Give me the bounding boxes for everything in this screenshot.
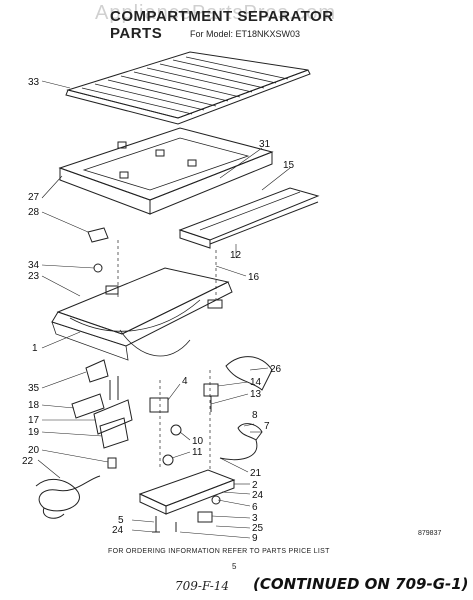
callout-14: 14	[250, 377, 262, 388]
watermark: AppliancePartsPros.com	[95, 2, 336, 24]
ordering-note: FOR ORDERING INFORMATION REFER TO PARTS …	[108, 548, 330, 555]
separator-frame	[58, 127, 274, 215]
callout-10: 10	[192, 436, 204, 447]
document-number: 879837	[418, 530, 442, 537]
callout-23: 23	[28, 271, 40, 282]
callout-9: 9	[252, 533, 258, 544]
callout-4: 4	[182, 376, 188, 387]
model-label: For Model: ET18NKXSW03	[190, 29, 301, 39]
control-assembly	[71, 359, 133, 449]
callout-19: 19	[28, 427, 40, 438]
base-plate	[138, 469, 236, 523]
callout-6: 6	[252, 502, 258, 513]
callout-11: 11	[192, 447, 203, 458]
callout-24: 24	[252, 490, 264, 501]
callout-5: 5	[118, 515, 124, 526]
callout-3: 3	[252, 513, 258, 524]
callout-7: 7	[264, 421, 270, 432]
handwritten-reference: 709-F-14	[175, 579, 230, 593]
callout-8: 8	[252, 410, 258, 421]
callout-26: 26	[270, 364, 282, 375]
callout-25: 25	[252, 523, 264, 534]
callout-21: 21	[250, 468, 262, 479]
callout-15: 15	[283, 160, 295, 171]
callout-17: 17	[28, 415, 40, 426]
callout-20: 20	[28, 445, 40, 456]
callout-33: 33	[28, 77, 40, 88]
continued-note: (CONTINUED ON 709-G-1)	[253, 575, 469, 593]
callout-18: 18	[28, 400, 40, 411]
callout-13: 13	[250, 389, 262, 400]
page-number: 5	[232, 562, 237, 571]
callout-34: 34	[28, 260, 40, 271]
callout-27: 27	[28, 192, 40, 203]
callout-31: 31	[259, 139, 271, 150]
gasket-part	[225, 356, 273, 391]
callout-labels: 33 31 15 27 28 34 23 16 12 1 35 18 17 19…	[22, 77, 295, 544]
grille-panel	[65, 51, 311, 125]
callout-1: 1	[32, 343, 38, 354]
clip-part	[87, 227, 109, 243]
callout-2: 2	[252, 480, 258, 491]
rail-part	[178, 187, 320, 249]
callout-22: 22	[22, 456, 34, 467]
callout-24-lower: 24	[112, 525, 124, 536]
page-title: COMPARTMENT SEPARATOR PARTS	[110, 8, 334, 42]
callout-35: 35	[28, 383, 40, 394]
wire-harness	[35, 475, 101, 512]
callout-12: 12	[230, 250, 242, 261]
callout-28: 28	[28, 207, 40, 218]
callout-16: 16	[248, 272, 260, 283]
main-housing	[51, 267, 233, 361]
